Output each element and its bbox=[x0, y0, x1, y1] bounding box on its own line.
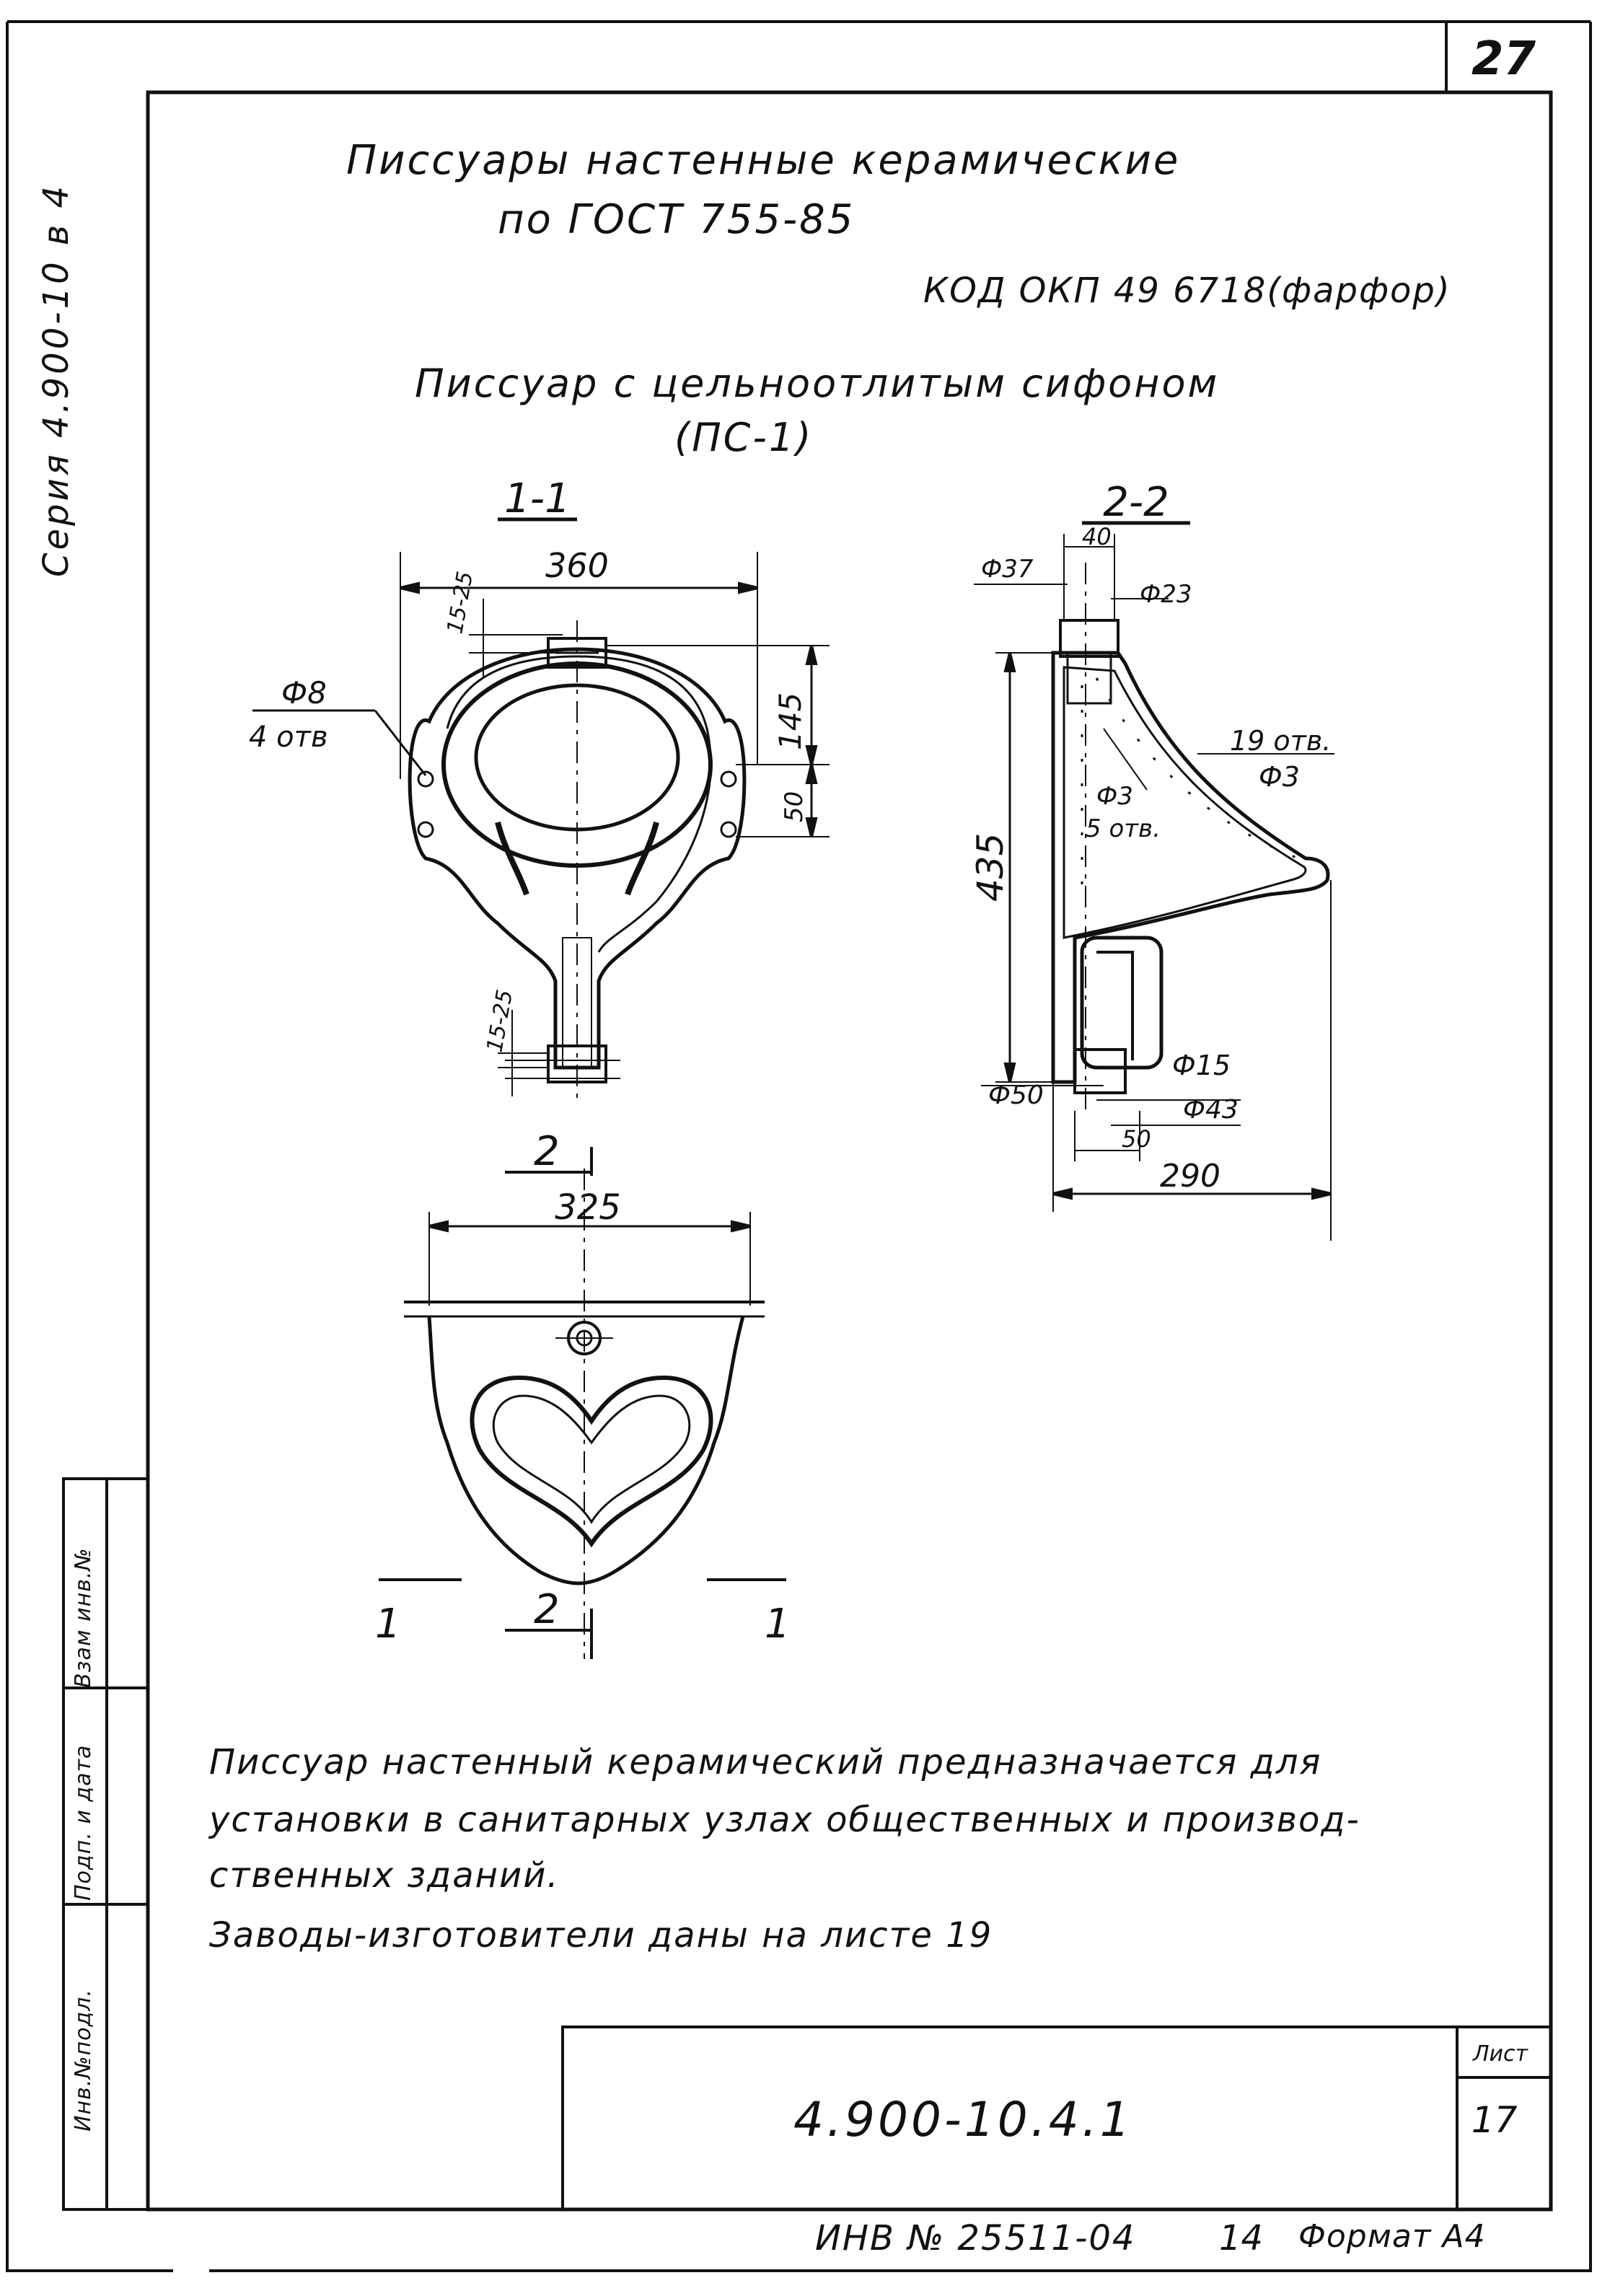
view-plan bbox=[379, 1147, 786, 1659]
okp-code: КОД ОКП 49 6718(фарфор) bbox=[923, 270, 1451, 311]
dim-dia-15: Ф15 bbox=[1172, 1050, 1231, 1081]
view-section-2-2 bbox=[974, 521, 1334, 1241]
paper-format: Формат А4 bbox=[1298, 2218, 1486, 2255]
dim-mount-50: 50 bbox=[780, 791, 809, 822]
dim-holes-19-dia: Ф3 bbox=[1259, 761, 1300, 793]
view-section-1-1 bbox=[252, 517, 830, 1104]
dim-hole-count: 4 отв bbox=[249, 721, 328, 754]
corner-sheet-number: 27 bbox=[1472, 32, 1536, 86]
dim-height-435: 435 bbox=[969, 833, 1011, 902]
dim-height-145: 145 bbox=[773, 692, 808, 750]
description-line1: Писсуар настенный керамический предназна… bbox=[209, 1742, 1322, 1782]
label-section-1-1: 1-1 bbox=[504, 475, 570, 522]
dim-dia-23: Ф23 bbox=[1140, 580, 1192, 609]
dim-holes-5-dia: Ф3 bbox=[1096, 782, 1133, 811]
dim-dia-43: Ф43 bbox=[1183, 1095, 1239, 1125]
document-code: 4.900-10.4.1 bbox=[793, 2092, 1133, 2147]
cut-mark-bottom-2: 2 bbox=[534, 1586, 560, 1633]
sheet-label: Лист bbox=[1473, 2041, 1528, 2067]
dim-outlet-50: 50 bbox=[1122, 1125, 1151, 1153]
page-title-line2: по ГОСТ 755-85 bbox=[498, 196, 855, 243]
page-title-line1: Писсуары настенные керамические bbox=[346, 137, 1181, 184]
description-line3: ственных зданий. bbox=[209, 1855, 560, 1896]
dim-width-360: 360 bbox=[545, 546, 609, 585]
product-name: Писсуар с цельноотлитым сифоном bbox=[415, 361, 1220, 406]
label-section-2-2: 2-2 bbox=[1103, 479, 1169, 526]
sheet-number: 17 bbox=[1472, 2099, 1518, 2141]
cut-mark-left-1: 1 bbox=[375, 1601, 401, 1648]
dim-hole-dia: Ф8 bbox=[281, 675, 327, 711]
side-stamp-cell1: Взам инв.№ bbox=[71, 1547, 96, 1688]
dim-dia-37: Ф37 bbox=[981, 555, 1034, 584]
side-stamp-cell2: Подп. и дата bbox=[71, 1744, 96, 1901]
dim-holes-5: 5 отв. bbox=[1086, 814, 1161, 843]
footer-number: 14 bbox=[1219, 2218, 1264, 2258]
series-label: Серия 4.900-10 в 4 bbox=[36, 183, 76, 577]
title-block-frame bbox=[561, 2026, 1552, 2211]
dim-dia-50: Ф50 bbox=[988, 1081, 1044, 1110]
dim-top-range: 15-25 bbox=[442, 569, 478, 635]
dim-width-325: 325 bbox=[555, 1187, 621, 1228]
cut-mark-top-2: 2 bbox=[534, 1128, 560, 1175]
dim-depth-290: 290 bbox=[1160, 1158, 1220, 1195]
cut-mark-right-1: 1 bbox=[765, 1601, 791, 1648]
description-line2: установки в санитарных узлах общественны… bbox=[209, 1800, 1360, 1840]
product-model: (ПС-1) bbox=[674, 415, 814, 460]
dim-holes-19: 19 отв. bbox=[1230, 725, 1331, 757]
side-stamp-cell3: Инв.№подл. bbox=[71, 1989, 96, 2132]
description-line4: Заводы-изготовители даны на листе 19 bbox=[209, 1915, 993, 1956]
dim-top-40: 40 bbox=[1082, 523, 1112, 550]
inventory-number: ИНВ № 25511-04 bbox=[815, 2218, 1136, 2258]
